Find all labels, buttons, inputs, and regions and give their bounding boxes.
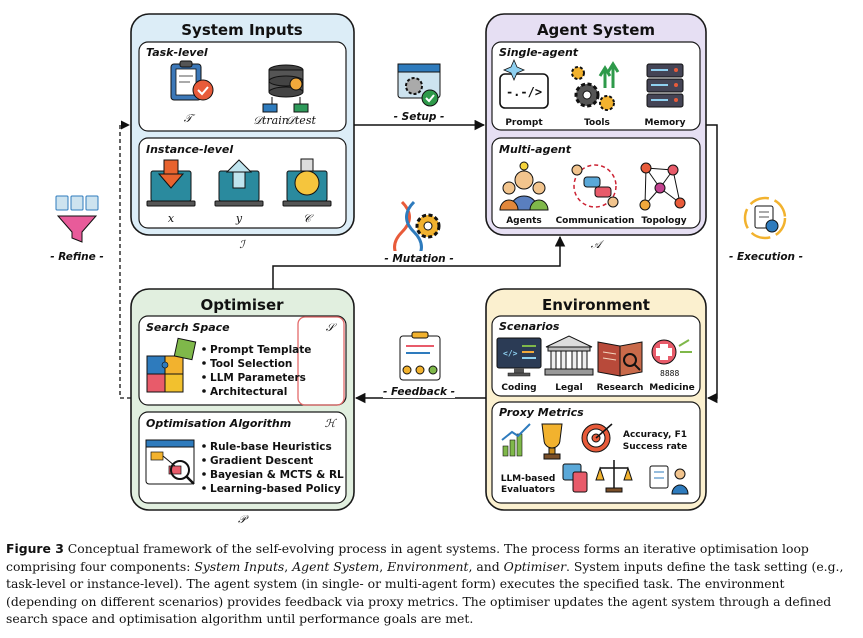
task-level-title: Task-level	[146, 46, 208, 59]
algo-item-rule-heuristics: Rule-base Heuristics	[210, 441, 332, 453]
refine-funnel-icon	[55, 195, 99, 243]
coding-monitor-icon: </>	[496, 337, 542, 377]
optimiser-panel: Optimiser Search Space 𝒮 Prompt Template…	[130, 288, 355, 526]
tools-label: Tools	[584, 118, 610, 128]
algo-item-bayesian-mcts-rl: Bayesian & MCTS & RL	[210, 469, 344, 481]
dataset-database-icon	[262, 64, 309, 113]
test-symbol: 𝒟test	[286, 114, 316, 127]
input-laptop-icon	[146, 159, 196, 207]
legal-courthouse-icon	[544, 335, 594, 376]
y-symbol: y	[235, 212, 243, 225]
topology-network-icon	[639, 162, 686, 211]
train-symbol: 𝒟train	[253, 114, 289, 127]
communication-icon	[571, 164, 619, 208]
execution-arrow	[706, 124, 718, 404]
svg-text:</>: </>	[503, 349, 518, 358]
feedback-label: - Feedback -	[383, 386, 455, 398]
instance-level-title: Instance-level	[146, 143, 233, 156]
medicine-icon: 8888	[651, 339, 692, 378]
caption-sep-2: ,	[379, 558, 388, 574]
mutation-arrow	[272, 235, 566, 289]
task-clipboard-icon	[170, 60, 214, 101]
topology-label: Topology	[641, 216, 686, 226]
optimiser-symbol: 𝒫	[238, 513, 249, 526]
caption-system-inputs: System Inputs	[194, 558, 285, 574]
svg-text:-.-/>: -.-/>	[506, 85, 542, 99]
research-label: Research	[597, 383, 644, 393]
setup-toolbox-icon	[397, 63, 441, 107]
algorithm-flowchart-icon	[145, 439, 195, 485]
framework-diagram: System Inputs Task-level 𝒯 𝒟train	[50, 13, 804, 526]
memory-server-icon	[646, 63, 684, 108]
caption-agent-system: Agent System	[292, 558, 380, 574]
execution-label: - Execution -	[729, 251, 803, 263]
prompt-label: Prompt	[505, 118, 543, 128]
output-laptop-icon	[214, 159, 264, 207]
growth-chart-icon	[501, 423, 531, 457]
system-inputs-title: System Inputs	[181, 21, 303, 39]
context-flask-icon	[282, 158, 332, 207]
algorithm-list: Rule-base Heuristics Gradient Descent Ba…	[202, 441, 344, 495]
proxy-metrics-title: Proxy Metrics	[499, 406, 584, 419]
caption-optimiser: Optimiser	[503, 558, 566, 574]
x-symbol: x	[168, 212, 175, 225]
figure-caption: Figure 3 Conceptual framework of the sel…	[6, 540, 857, 628]
caption-text-2: . System inputs define the task setting …	[6, 558, 844, 627]
memory-label: Memory	[645, 118, 686, 128]
c-symbol: 𝒞	[303, 212, 314, 225]
refine-label: - Refine -	[50, 251, 104, 263]
llm-eval-line2: Evaluators	[501, 485, 555, 495]
metric-success: Success rate	[623, 442, 687, 452]
tools-gear-icon	[571, 61, 620, 111]
svg-text:8888: 8888	[660, 369, 679, 378]
caption-text-1: Conceptual framework of the self-evolvin…	[6, 541, 809, 574]
system-inputs-panel: System Inputs Task-level 𝒯 𝒟train	[130, 13, 355, 251]
trophy-icon	[541, 423, 563, 460]
target-icon	[581, 423, 613, 453]
execution-cycle-icon	[743, 196, 787, 240]
caption-sep-1: ,	[284, 558, 293, 574]
research-book-icon	[597, 341, 643, 377]
search-item-llm-parameters: LLM Parameters	[210, 372, 306, 384]
caption-sep-3: , and	[468, 558, 504, 574]
caption-label: Figure 3	[6, 541, 64, 556]
feedback-form-icon	[399, 331, 441, 381]
metric-accuracy: Accuracy, F1	[623, 430, 687, 440]
search-item-prompt-template: Prompt Template	[210, 344, 311, 356]
evaluator-icons	[562, 460, 689, 495]
inputs-symbol: ℐ	[239, 238, 246, 251]
algo-item-learning-policy: Learning-based Policy	[210, 483, 341, 495]
search-space-title: Search Space	[146, 321, 230, 334]
agent-symbol: 𝒜	[591, 238, 605, 251]
single-agent-title: Single-agent	[499, 46, 579, 59]
puzzle-pieces-icon	[146, 337, 197, 393]
algo-item-gradient-descent: Gradient Descent	[210, 455, 313, 467]
multi-agent-title: Multi-agent	[499, 143, 572, 156]
scenarios-title: Scenarios	[499, 320, 560, 333]
caption-environment: Environment	[387, 558, 469, 574]
agent-system-title: Agent System	[537, 21, 655, 39]
search-item-architectural: Architectural	[210, 386, 287, 398]
llm-eval-line1: LLM-based	[501, 474, 556, 484]
optimiser-title: Optimiser	[200, 296, 284, 314]
environment-panel: Environment Scenarios </> Coding Legal	[485, 288, 707, 511]
search-space-list: Prompt Template Tool Selection LLM Param…	[202, 344, 311, 398]
communication-label: Communication	[556, 216, 635, 226]
algorithm-symbol: ℋ	[325, 417, 338, 430]
medicine-label: Medicine	[649, 383, 695, 393]
refine-arrow	[119, 120, 131, 399]
legal-label: Legal	[555, 383, 582, 393]
agent-system-panel: Agent System Single-agent -.-/> Prompt T…	[485, 13, 707, 251]
setup-label: - Setup -	[394, 111, 445, 123]
prompt-icon: -.-/>	[499, 58, 549, 109]
agents-group-icon	[499, 161, 549, 211]
mutation-label: - Mutation -	[384, 253, 453, 265]
coding-label: Coding	[501, 383, 536, 393]
algorithm-title: Optimisation Algorithm	[146, 417, 291, 430]
search-item-tool-selection: Tool Selection	[210, 358, 292, 370]
agents-label: Agents	[506, 216, 542, 226]
environment-title: Environment	[542, 296, 650, 314]
